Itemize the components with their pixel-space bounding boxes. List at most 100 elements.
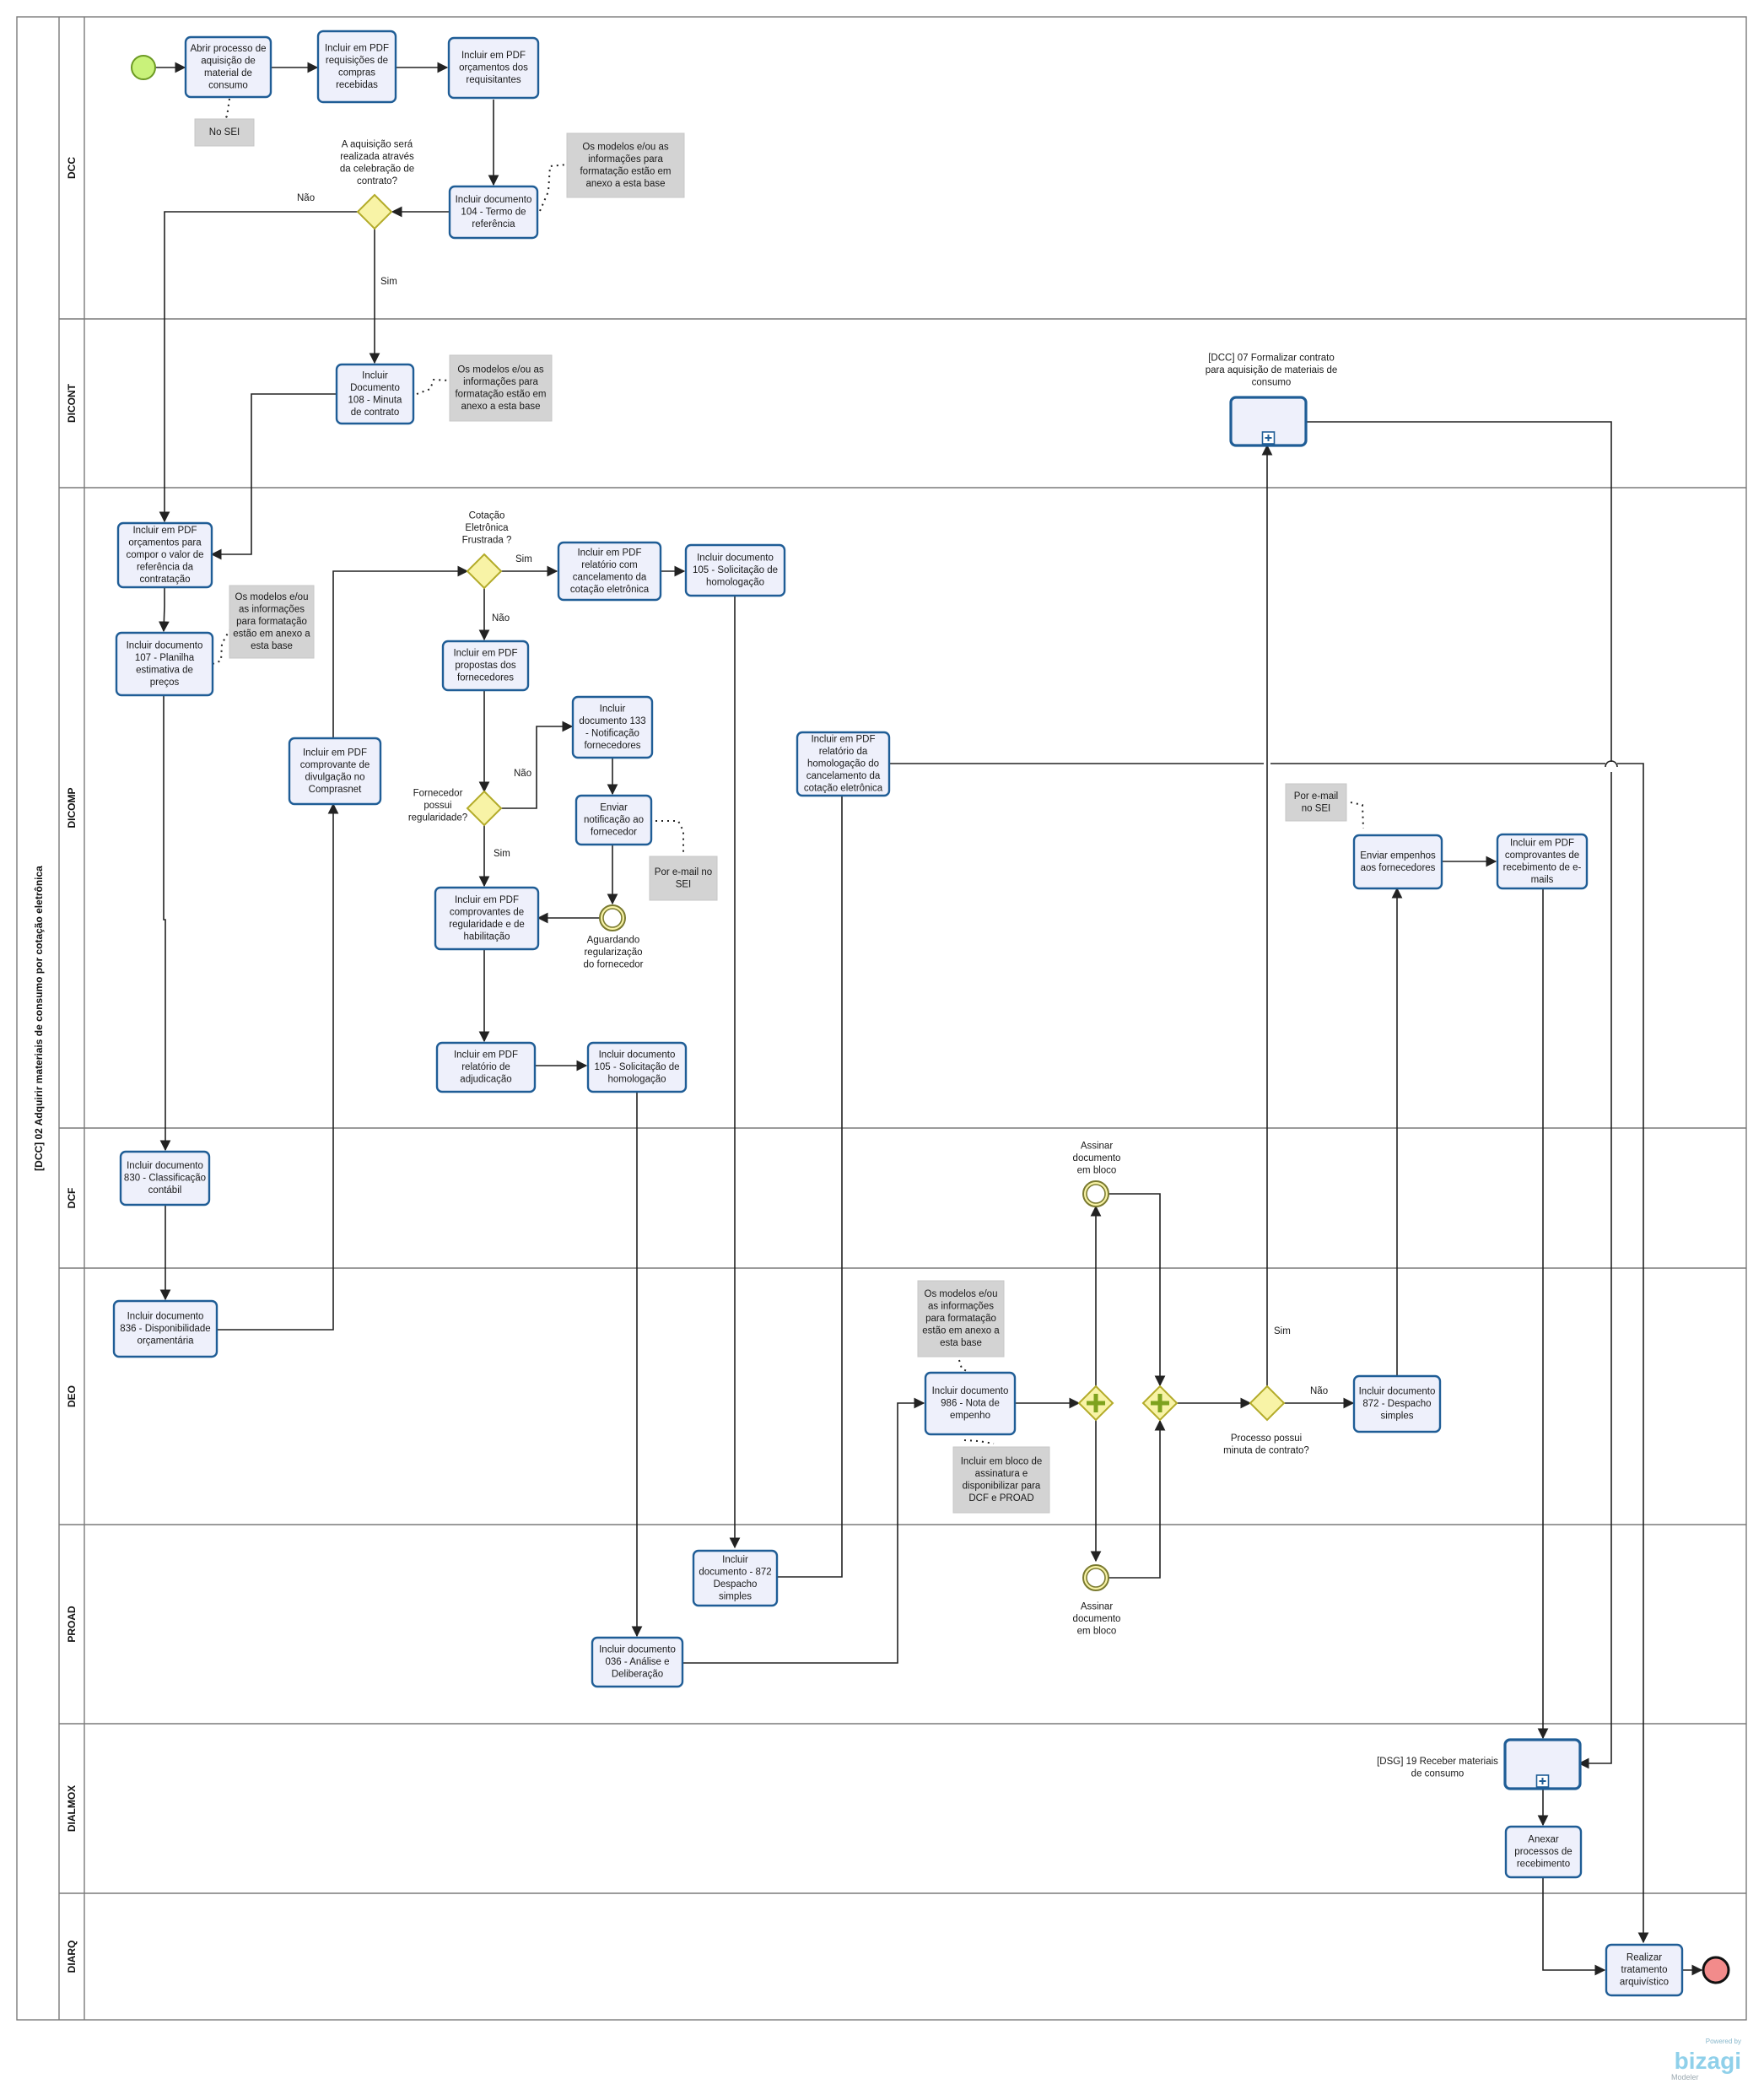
gateway-parallel-split [1077, 1385, 1114, 1422]
task-label-line: Incluir em PDF [455, 895, 519, 905]
start-event [131, 55, 156, 80]
task-label-line: divulgação no [305, 772, 365, 782]
task-label-line: arquivístico [1620, 1978, 1669, 1988]
annotation-label-line: disponibilizar para [963, 1481, 1041, 1491]
task-box[interactable] [575, 794, 653, 846]
event-label-line: documento [1073, 1153, 1121, 1163]
task-label-line: aquisição de [201, 56, 256, 66]
annotation-label-line: esta base [251, 641, 293, 651]
subprocess-box[interactable] [1503, 1738, 1582, 1790]
annotation-label-line: Por e-mail [1294, 791, 1338, 802]
event-label-line: em bloco [1077, 1166, 1117, 1176]
task-box[interactable] [184, 35, 272, 99]
intermediate-event-inner [1086, 1568, 1106, 1588]
task-box[interactable] [441, 640, 530, 692]
flow-labels: Não Sim Sim Não Não Sim Sim Não [297, 193, 1328, 1396]
annotation-n_sei: No SEI [194, 118, 255, 147]
subprocess-label-line: para aquisição de materiais de [1206, 365, 1338, 375]
task-label-line: 986 - Nota de [941, 1399, 1000, 1409]
gateway-label-line: realizada através [340, 152, 414, 162]
label-contrato-sim: Sim [380, 277, 397, 287]
task-label-line: Incluir documento [599, 1050, 676, 1061]
task-box[interactable] [1352, 1374, 1442, 1433]
annotation-box [194, 118, 255, 147]
label-minuta-sim: Sim [1274, 1326, 1291, 1336]
task-box[interactable] [692, 1549, 779, 1607]
task-label-line: Incluir em PDF [303, 748, 367, 758]
label-contrato-nao: Não [297, 193, 315, 203]
task-label-line: Abrir processo de [190, 44, 266, 54]
task-label-line: relatório com [581, 560, 637, 570]
task-box[interactable] [796, 731, 891, 797]
task-box[interactable] [1504, 1825, 1583, 1879]
task-label-line: homologação [706, 578, 764, 588]
subprocess-box[interactable] [1229, 396, 1308, 447]
annotation-label-line: anexo a esta base [461, 402, 541, 412]
task-label-line: 830 - Classificação [124, 1174, 206, 1184]
task-box[interactable] [684, 543, 786, 597]
task-label-line: cancelamento da [573, 572, 647, 582]
task-box[interactable] [924, 1371, 1017, 1436]
task-box[interactable] [1605, 1943, 1684, 1997]
exclusive-gateway-icon [466, 553, 503, 590]
task-box[interactable] [591, 1636, 684, 1688]
task-label-line: 104 - Termo de [461, 208, 526, 218]
task-box[interactable] [288, 737, 382, 806]
intermediate-event-inner [1086, 1184, 1106, 1204]
task-box[interactable] [447, 36, 540, 100]
task-box[interactable] [1496, 833, 1589, 890]
task-box[interactable] [116, 521, 213, 589]
task-label-line: referência da [137, 563, 194, 573]
task-label-line: comprovantes de [1505, 850, 1579, 861]
task-label-line: Incluir [600, 704, 626, 714]
task-box[interactable] [435, 1041, 537, 1093]
task-box[interactable] [112, 1299, 218, 1358]
gateway-label-line: possui [423, 801, 451, 811]
task-label-line: relatório de [461, 1062, 510, 1072]
task-box[interactable] [1352, 834, 1443, 890]
task-box[interactable] [448, 185, 539, 240]
task-box[interactable] [335, 363, 415, 425]
task-box[interactable] [586, 1041, 688, 1093]
task-box[interactable] [571, 695, 654, 759]
gateway-label-line: contrato? [357, 176, 397, 186]
task-box[interactable] [316, 30, 397, 104]
task-box[interactable] [115, 631, 214, 697]
task-box[interactable] [119, 1150, 211, 1207]
task-box[interactable] [557, 541, 662, 602]
task-box[interactable] [434, 886, 540, 951]
annotation-label-line: SEI [676, 879, 692, 889]
